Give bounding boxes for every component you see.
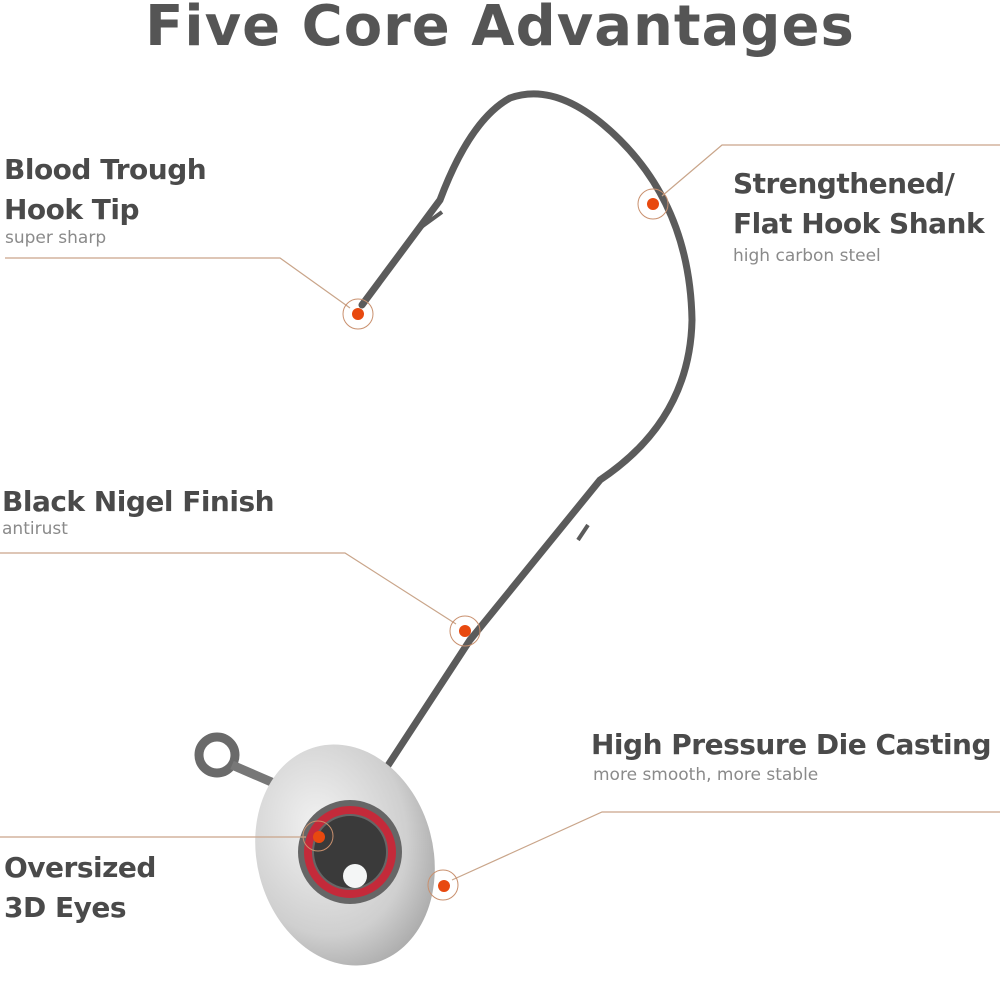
- feature-title-hook-tip: Blood Trough Hook Tip: [4, 150, 207, 230]
- callout-dot-tip: [342, 298, 374, 330]
- callout-dot-finish: [449, 615, 481, 647]
- shank-barb: [576, 523, 590, 542]
- feature-title-line: Strengthened/: [733, 167, 955, 200]
- feature-title-finish: Black Nigel Finish: [2, 485, 275, 518]
- feature-title-eyes: Oversized 3D Eyes: [4, 848, 156, 928]
- line-eye-loop: [194, 732, 240, 778]
- callout-line-casting: [451, 811, 1000, 881]
- callout-dot-casting: [427, 869, 459, 901]
- feature-title-line: Oversized: [4, 851, 156, 884]
- feature-subtitle-hook-tip: super sharp: [5, 228, 107, 248]
- hook-barb: [418, 210, 444, 230]
- feature-subtitle-shank: high carbon steel: [733, 246, 881, 266]
- feature-title-line: Blood Trough: [4, 153, 207, 186]
- callout-line-finish: [0, 552, 457, 625]
- feature-title-shank: Strengthened/ Flat Hook Shank: [733, 164, 985, 244]
- callout-line-tip: [5, 257, 351, 309]
- feature-title-line: Flat Hook Shank: [733, 207, 985, 240]
- hook-wire: [358, 90, 696, 774]
- callout-line-shank: [661, 144, 1000, 197]
- callout-dot-shank: [637, 188, 669, 220]
- feature-title-line: 3D Eyes: [4, 891, 127, 924]
- feature-title-die-casting: High Pressure Die Casting: [591, 728, 992, 761]
- feature-subtitle-finish: antirust: [2, 519, 68, 539]
- feature-title-line: Hook Tip: [4, 193, 140, 226]
- feature-subtitle-die-casting: more smooth, more stable: [593, 765, 819, 785]
- callout-dot-eyes: [302, 820, 334, 852]
- page-title: Five Core Advantages: [145, 0, 855, 59]
